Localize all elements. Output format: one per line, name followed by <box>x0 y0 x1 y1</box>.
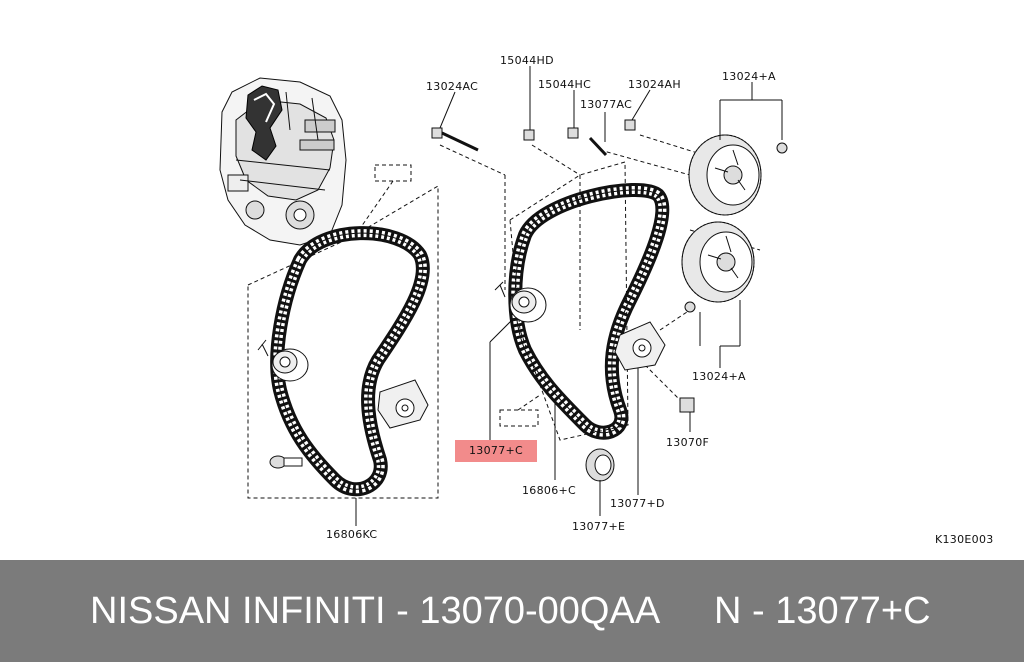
label-15044hd: 15044HD <box>500 54 554 67</box>
camshaft-sprocket-upper <box>688 134 762 216</box>
label-13077ac: 13077AC <box>580 98 632 111</box>
left-tensioner <box>377 379 429 429</box>
footer-part-info: NISSAN INFINITI - 13070-00QAA <box>90 590 661 632</box>
label-13077c-highlighted[interactable]: 13077+C <box>469 444 523 457</box>
label-13070f: 13070F <box>666 436 709 449</box>
label-15044hc: 15044HC <box>538 78 591 91</box>
label-16806c: 16806+C <box>522 484 576 497</box>
engine-illustration <box>219 77 347 246</box>
footer-bar: NISSAN INFINITI - 13070-00QAA N - 13077+… <box>0 560 1024 662</box>
idler-pulley-13077c <box>494 281 547 323</box>
left-bolt <box>269 455 303 469</box>
right-guide-lines <box>439 134 761 441</box>
label-13024a-bottom: 13024+A <box>692 370 746 383</box>
small-hardware <box>431 119 788 413</box>
left-idler-pulley <box>257 339 309 382</box>
label-13024ah: 13024AH <box>628 78 681 91</box>
parts-diagram: 13024AC 15044HD 15044HC 13077AC 13024AH … <box>219 54 994 546</box>
camshaft-sprocket-lower <box>681 221 755 303</box>
left-timing-belt <box>270 226 430 497</box>
label-13024ac: 13024AC <box>426 80 478 93</box>
crank-sprocket-13077e <box>585 448 615 482</box>
diagram-code: K130E003 <box>935 533 994 546</box>
label-13077e: 13077+E <box>572 520 625 533</box>
label-13077d: 13077+D <box>610 497 665 510</box>
tensioner-13070f <box>614 321 666 371</box>
footer-ref-info: N - 13077+C <box>714 590 931 632</box>
diagram-svg: 13024AC 15044HD 15044HC 13077AC 13024AH … <box>219 54 994 546</box>
leader-lines <box>355 66 783 526</box>
label-13024a-top: 13024+A <box>722 70 776 83</box>
highlight-box <box>455 440 537 462</box>
label-16806kc: 16806KC <box>326 528 377 541</box>
right-timing-belt <box>508 182 670 440</box>
